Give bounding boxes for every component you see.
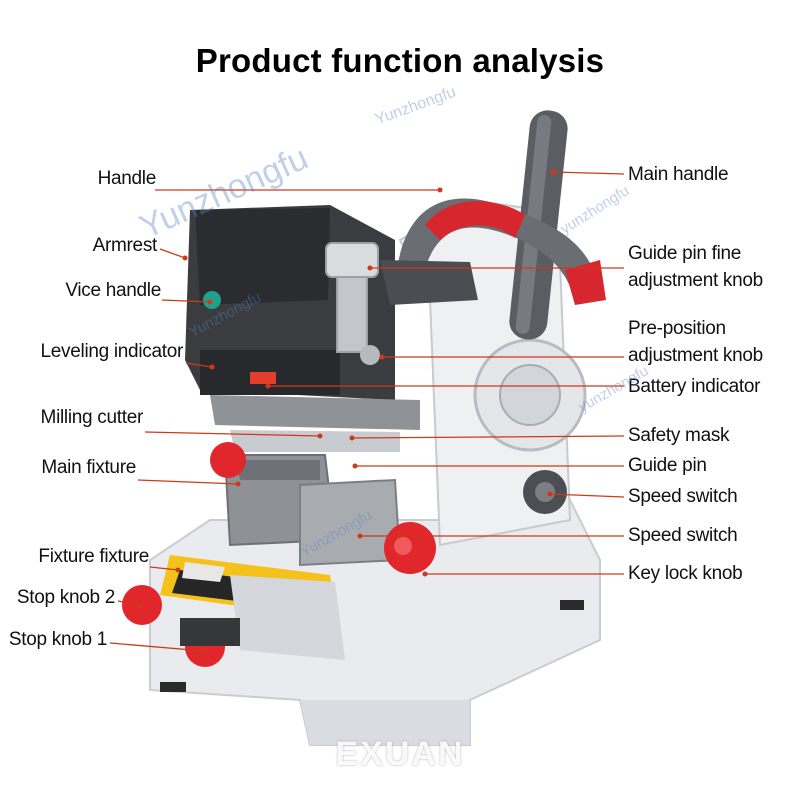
label-main-fixture: Main fixture (41, 457, 136, 478)
label-milling-cutter: Milling cutter (40, 407, 144, 428)
label-handle: Handle (97, 168, 157, 189)
label-battery-indicator: Battery indicator (628, 376, 761, 397)
label-pre-position-adjustment-knob-line2: adjustment knob (628, 345, 763, 366)
label-speed-switch-2: Speed switch (628, 525, 738, 546)
label-key-lock-knob: Key lock knob (628, 563, 743, 584)
brand-watermark: EXUAN (335, 735, 465, 773)
label-guide-pin: Guide pin (628, 455, 707, 476)
label-armrest: Armrest (92, 235, 158, 256)
label-pre-position-adjustment-knob-line1: Pre-position (628, 318, 726, 339)
label-guide-pin-fine-adjustment-knob-line1: Guide pin fine (628, 243, 742, 264)
label-guide-pin-fine-adjustment-knob-line2: adjustment knob (628, 270, 763, 291)
label-vice-handle: Vice handle (65, 280, 161, 301)
label-stop-knob-2: Stop knob 2 (16, 587, 115, 608)
page-title: Product function analysis (195, 42, 605, 79)
label-fixture-fixture: Fixture fixture (38, 546, 149, 567)
label-leveling-indicator: Leveling indicator (40, 341, 184, 362)
label-speed-switch-1: Speed switch (628, 486, 738, 507)
label-stop-knob-1: Stop knob 1 (8, 629, 107, 650)
label-safety-mask: Safety mask (628, 425, 730, 446)
label-main-handle: Main handle (628, 164, 729, 185)
